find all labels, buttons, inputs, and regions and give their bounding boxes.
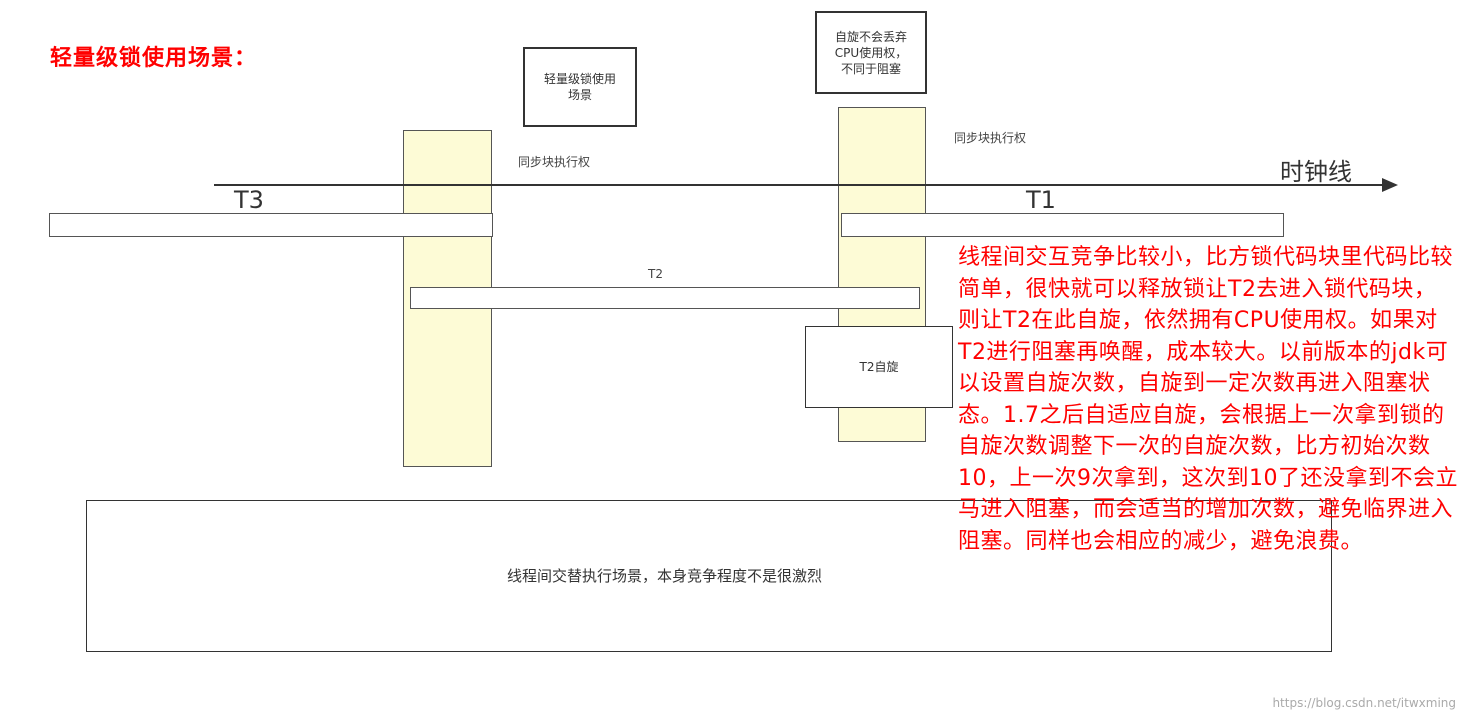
scene-note-box: 轻量级锁使用 场景 [523,47,637,127]
spin-note-text: 自旋不会丢弃 CPU使用权， 不同于阻塞 [834,29,908,76]
sync-label-left: 同步块执行权 [518,155,591,169]
spin-note-box: 自旋不会丢弃 CPU使用权， 不同于阻塞 [815,11,927,94]
scene-description-text: 线程间交替执行场景，本身竞争程度不是很激烈 [507,567,823,585]
scene-description-box: 线程间交替执行场景，本身竞争程度不是很激烈 [86,500,1332,652]
t3-label: T3 [234,186,264,214]
sync-label-right: 同步块执行权 [954,131,1027,145]
scene-note-text: 轻量级锁使用 场景 [543,72,616,102]
clock-label: 时钟线 [1280,158,1352,186]
t1-label: T1 [1026,186,1056,214]
thread-bar-t2 [410,287,920,309]
clock-arrow-icon [1382,178,1398,192]
thread-bar-t1 [841,213,1284,237]
t2-spin-box: T2自旋 [805,326,953,408]
explanation-text: 线程间交互竞争比较小，比方锁代码块里代码比较简单，很快就可以释放锁让T2去进入锁… [958,245,1458,554]
page-title: 轻量级锁使用场景： [50,46,258,71]
t2-label: T2 [648,267,663,281]
watermark: https://blog.csdn.net/itwxming [1272,696,1456,710]
thread-bar-t3 [49,213,493,237]
t2-spin-text: T2自旋 [859,360,899,374]
clock-line [214,184,1384,186]
